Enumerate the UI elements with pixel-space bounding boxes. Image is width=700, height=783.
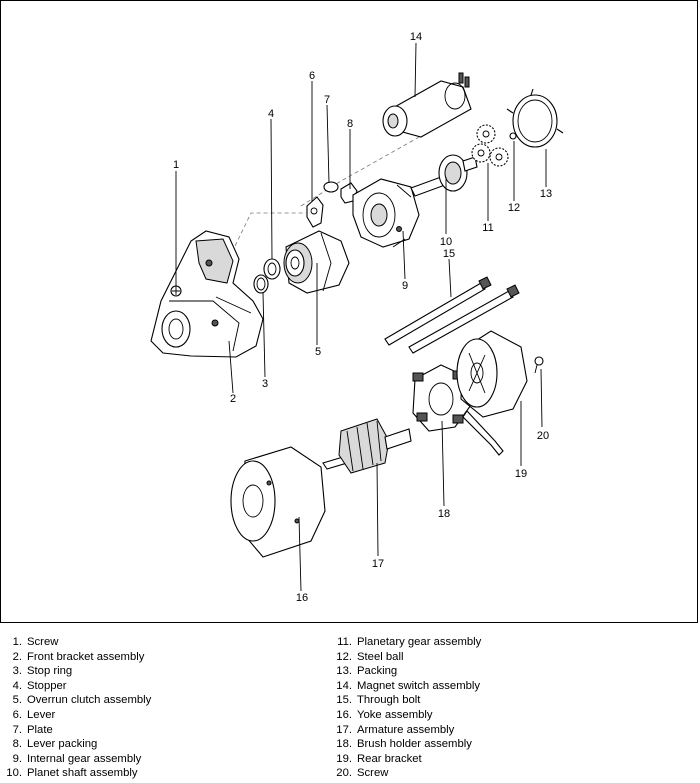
callout-12: 12: [508, 202, 520, 214]
legend-item: 19.Rear bracket: [336, 752, 422, 765]
steel-ball: [509, 132, 517, 140]
callout-7: 7: [324, 94, 330, 106]
legend-item: 14.Magnet switch assembly: [336, 679, 481, 692]
legend-item: 5.Overrun clutch assembly: [12, 694, 152, 707]
legend-column-left: 1.Screw 2.Front bracket assembly 3.Stop …: [0, 635, 151, 781]
callout-19: 19: [515, 468, 527, 480]
legend-item: 16.Yoke assembly: [336, 708, 433, 721]
brush-holder-assembly: [412, 364, 504, 456]
planet-shaft-assembly: [410, 154, 478, 197]
callout-15: 15: [443, 248, 455, 260]
legend-item: 11.Planetary gear assembly: [337, 636, 482, 648]
callout-14: 14: [410, 31, 422, 43]
legend-item: 10.Planet shaft assembly: [6, 767, 138, 780]
rear-bracket: [456, 330, 528, 418]
legend-item: 12.Steel ball: [336, 650, 404, 663]
yoke-assembly: [230, 446, 326, 558]
lever: [306, 196, 324, 228]
callout-4: 4: [268, 108, 274, 120]
magnet-switch-assembly: [382, 72, 472, 138]
legend-item: 7.Plate: [12, 723, 53, 736]
legend-column-right: 11.Planetary gear assembly 12.Steel ball…: [330, 635, 481, 781]
packing: [506, 88, 564, 148]
screw-rear: [534, 356, 544, 374]
legend-item: 2.Front bracket assembly: [12, 650, 145, 663]
callout-20: 20: [537, 430, 549, 442]
planetary-gear-assembly: [471, 124, 509, 167]
callout-1: 1: [173, 159, 179, 171]
legend-item: 13.Packing: [336, 665, 398, 678]
callout-17: 17: [372, 558, 384, 570]
legend-item: 18.Brush holder assembly: [336, 738, 472, 751]
through-bolt: [384, 276, 520, 354]
stopper: [263, 258, 281, 280]
legend-item: 8.Lever packing: [12, 738, 98, 751]
callout-labels: 1 2 3 4 5 6 7 8 9 10 11 12 13 14 15 16 1…: [173, 31, 552, 604]
legend-item: 4.Stopper: [12, 679, 67, 692]
legend-item: 6.Lever: [12, 708, 56, 721]
callout-18: 18: [438, 508, 450, 520]
leader-lines: [175, 42, 547, 592]
armature-assembly: [322, 418, 412, 474]
plate: [323, 181, 339, 193]
legend-item: 3.Stop ring: [12, 665, 73, 678]
callout-6: 6: [309, 70, 315, 82]
screw-front: [170, 285, 182, 297]
overrun-clutch-assembly: [283, 230, 350, 294]
callout-5: 5: [315, 346, 321, 358]
starter-exploded-view: 1 2 3 4 5 6 7 8 9 10 11 12 13 14 15 16 1…: [150, 31, 564, 604]
legend-item: 15.Through bolt: [336, 694, 421, 707]
callout-13: 13: [540, 188, 552, 200]
callout-8: 8: [347, 118, 353, 130]
callout-2: 2: [230, 393, 236, 405]
legend-item: 9.Internal gear assembly: [12, 752, 142, 765]
internal-gear-assembly: [352, 178, 420, 248]
legend-item: 17.Armature assembly: [336, 723, 455, 736]
parts-legend: 1.Screw 2.Front bracket assembly 3.Stop …: [0, 635, 700, 783]
legend-item: 1.Screw: [12, 636, 59, 648]
callout-9: 9: [402, 280, 408, 292]
callout-10: 10: [440, 236, 452, 248]
legend-item: 20.Screw: [336, 767, 389, 780]
callout-16: 16: [296, 592, 308, 604]
callout-11: 11: [482, 222, 493, 234]
stop-ring: [253, 274, 269, 294]
front-bracket-assembly: [150, 230, 264, 358]
callout-3: 3: [262, 378, 268, 390]
diagram-frame: 1 2 3 4 5 6 7 8 9 10 11 12 13 14 15 16 1…: [0, 0, 698, 623]
